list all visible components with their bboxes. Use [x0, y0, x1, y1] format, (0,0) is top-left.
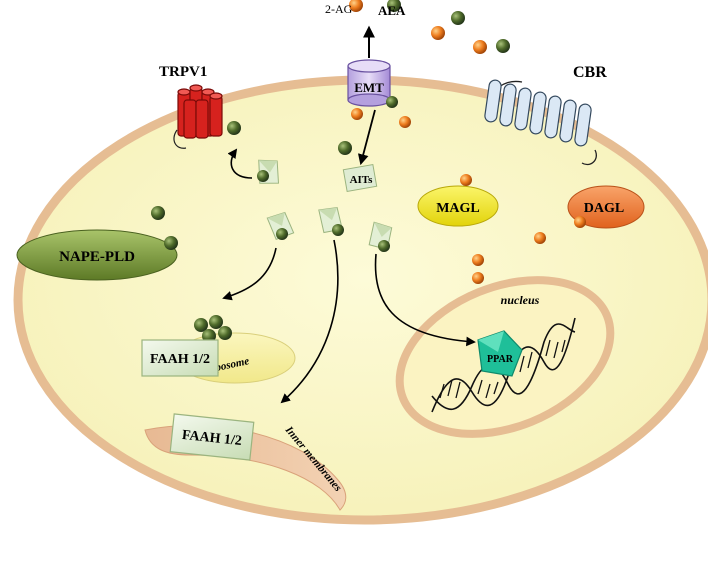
- emt-to-aits-arrow: [357, 109, 376, 166]
- emt-transporter: EMT: [347, 59, 391, 107]
- ait-transporter: [342, 163, 378, 193]
- 2ag-molecule: [472, 254, 484, 266]
- extracellular-molecules: [349, 0, 510, 54]
- 2ag-molecule: [351, 108, 363, 120]
- ppar-label: PPAR: [487, 354, 514, 365]
- trafficking-arrows: [222, 148, 476, 404]
- aea-molecule: [386, 96, 398, 108]
- trpv1-channel: TRPV1: [159, 64, 223, 149]
- dagl-label: DAGL: [584, 201, 624, 216]
- aea-molecule: [276, 228, 288, 240]
- 2ag-label: 2-AG: [325, 2, 353, 16]
- nucleus-label: nucleus: [501, 293, 540, 307]
- 2ag-molecule: [472, 272, 484, 284]
- dagl-enzyme: DAGL: [567, 185, 645, 229]
- aea-molecule: [151, 206, 165, 220]
- faah-inner-label: FAAH 1/2: [181, 428, 242, 449]
- dna-helix: [431, 317, 576, 413]
- nape-pld-enzyme: NAPE-PLD: [16, 229, 178, 281]
- magl-label: MAGL: [436, 201, 480, 216]
- 2ag-molecule: [574, 216, 586, 228]
- aea-molecule: [332, 224, 344, 236]
- magl-enzyme: MAGL: [417, 185, 499, 227]
- trpv1-label: TRPV1: [159, 64, 207, 80]
- faah-inner-membrane: FAAH 1/2: [169, 413, 255, 461]
- aea-molecule: [227, 121, 241, 135]
- aea-label: AEA: [378, 3, 406, 18]
- aea-molecule: [338, 141, 352, 155]
- aea-molecule: [378, 240, 390, 252]
- cell-membrane: [13, 75, 708, 525]
- ppar-receptor: PPAR: [477, 330, 523, 377]
- cbr-receptor: CBR: [484, 64, 607, 166]
- emt-label: EMT: [354, 80, 384, 95]
- aea-molecule: [164, 236, 178, 250]
- 2ag-molecule: [399, 116, 411, 128]
- nape-pld-label: NAPE-PLD: [59, 249, 135, 265]
- cbr-label: CBR: [573, 64, 607, 81]
- faah-adiposome-label: FAAH 1/2: [150, 352, 210, 367]
- aits-label: AITs: [350, 174, 374, 186]
- 2ag-molecule: [534, 232, 546, 244]
- aea-molecule: [257, 170, 269, 182]
- 2ag-molecule: [460, 174, 472, 186]
- faah-adiposome: FAAH 1/2: [141, 339, 219, 377]
